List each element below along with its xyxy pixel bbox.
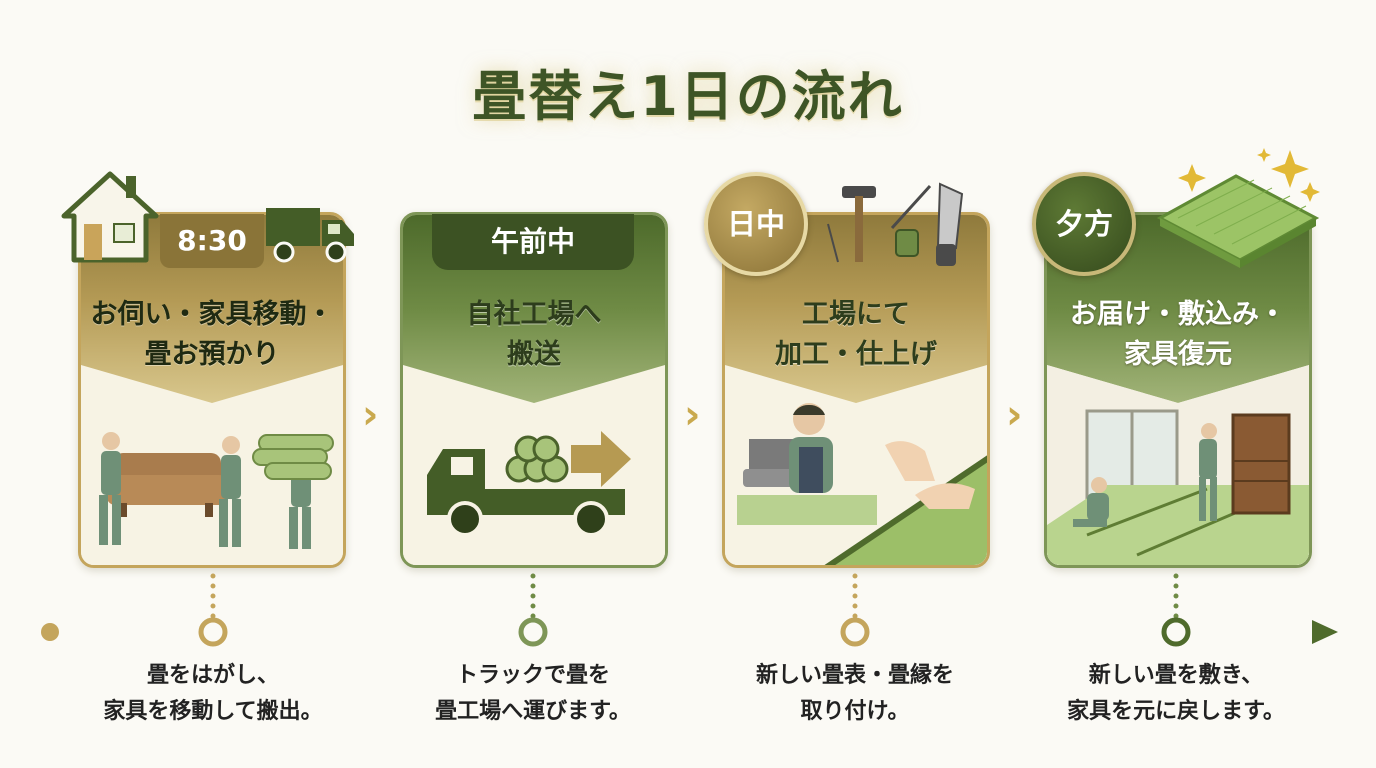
time-badge-1: 8:30 — [160, 214, 264, 268]
step-card-3: 工場にて 加工・仕上げ — [722, 212, 990, 568]
time-badge-4: 夕方 — [1032, 172, 1136, 276]
step-label-2-line2: 搬送 — [507, 339, 561, 370]
step-description-3-line2: 取り付け。 — [800, 699, 910, 724]
step-card-4: お届け・敷込み・ 家具復元 — [1044, 212, 1312, 568]
chevron-right-icon: › — [684, 392, 701, 438]
step-label-3-line2: 加工・仕上げ — [775, 339, 937, 370]
step-description-3: 新しい畳表・畳縁を 取り付け。 — [705, 658, 1005, 730]
step-description-1: 畳をはがし、 家具を移動して搬出。 — [63, 658, 363, 730]
step-label-1-line2: 畳お預かり — [144, 339, 280, 370]
truck-icon — [266, 208, 354, 263]
timeline — [41, 573, 1338, 647]
step-description-3-line1: 新しい畳表・畳縁を — [755, 663, 954, 688]
time-badge-3: 日中 — [704, 172, 808, 276]
moving-furniture-illustration — [81, 365, 343, 565]
house-icon — [61, 171, 159, 263]
step-description-1-line2: 家具を移動して搬出。 — [103, 699, 323, 724]
chevron-right-icon: › — [1006, 392, 1023, 438]
sewing-tatami-illustration — [725, 365, 987, 565]
step-description-2-line1: トラックで畳を — [455, 663, 610, 688]
step-description-2: トラックで畳を 畳工場へ運びます。 — [383, 658, 683, 730]
sparkle-icon — [1178, 148, 1320, 202]
step-description-4: 新しい畳を敷き、 家具を元に戻します。 — [1026, 658, 1326, 730]
step-label-2-line1: 自社工場へ — [466, 299, 602, 330]
step-description-4-line1: 新しい畳を敷き、 — [1088, 663, 1264, 688]
step-description-1-line1: 畳をはがし、 — [146, 663, 279, 688]
step-label-3-line1: 工場にて — [802, 299, 910, 330]
tools-icon — [827, 182, 964, 266]
step-label-4-line2: 家具復元 — [1124, 339, 1232, 370]
chevron-right-icon: › — [362, 392, 379, 438]
step-description-2-line2: 畳工場へ運びます。 — [435, 699, 631, 724]
step-description-4-line2: 家具を元に戻します。 — [1067, 699, 1285, 724]
tatami-mat-icon — [1156, 174, 1320, 268]
step-label-1-line1: お伺い・家具移動・ — [90, 299, 334, 330]
step-label-4-line1: お届け・敷込み・ — [1070, 299, 1286, 330]
truck-transport-illustration — [403, 365, 665, 565]
time-badge-2: 午前中 — [432, 214, 634, 270]
page-title: 畳替え1日の流れ — [472, 65, 904, 128]
